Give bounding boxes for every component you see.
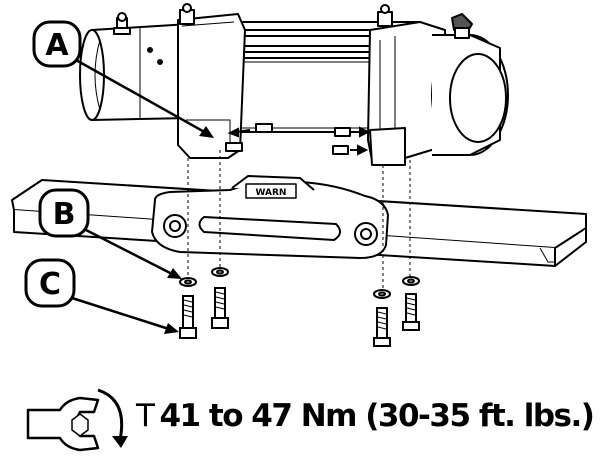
gear-housing — [367, 4, 509, 161]
torque-symbol: T — [136, 398, 155, 434]
washers — [179, 267, 420, 299]
mounting-nuts — [225, 123, 351, 155]
alignment-lines — [187, 150, 411, 292]
torque-value: 41 to 47 Nm (30-35 ft. lbs.) — [159, 398, 595, 434]
callout-a: A — [32, 20, 214, 138]
winch-assembly — [79, 3, 509, 166]
motor — [79, 12, 191, 121]
hawse-fairlead — [151, 175, 389, 259]
svg-text:C: C — [39, 267, 61, 302]
right-foot — [369, 127, 406, 166]
left-end-housing — [177, 3, 246, 159]
bolt-threads — [183, 291, 416, 330]
svg-text:B: B — [53, 197, 76, 232]
callout-c: C — [24, 258, 179, 334]
svg-text:A: A — [45, 28, 69, 63]
direction-arrows — [227, 126, 371, 156]
rotate-arrow-icon — [97, 388, 128, 448]
callout-b: B — [38, 188, 182, 279]
wrench-icon — [26, 396, 100, 452]
fairlead-logo: WARN — [256, 188, 287, 198]
